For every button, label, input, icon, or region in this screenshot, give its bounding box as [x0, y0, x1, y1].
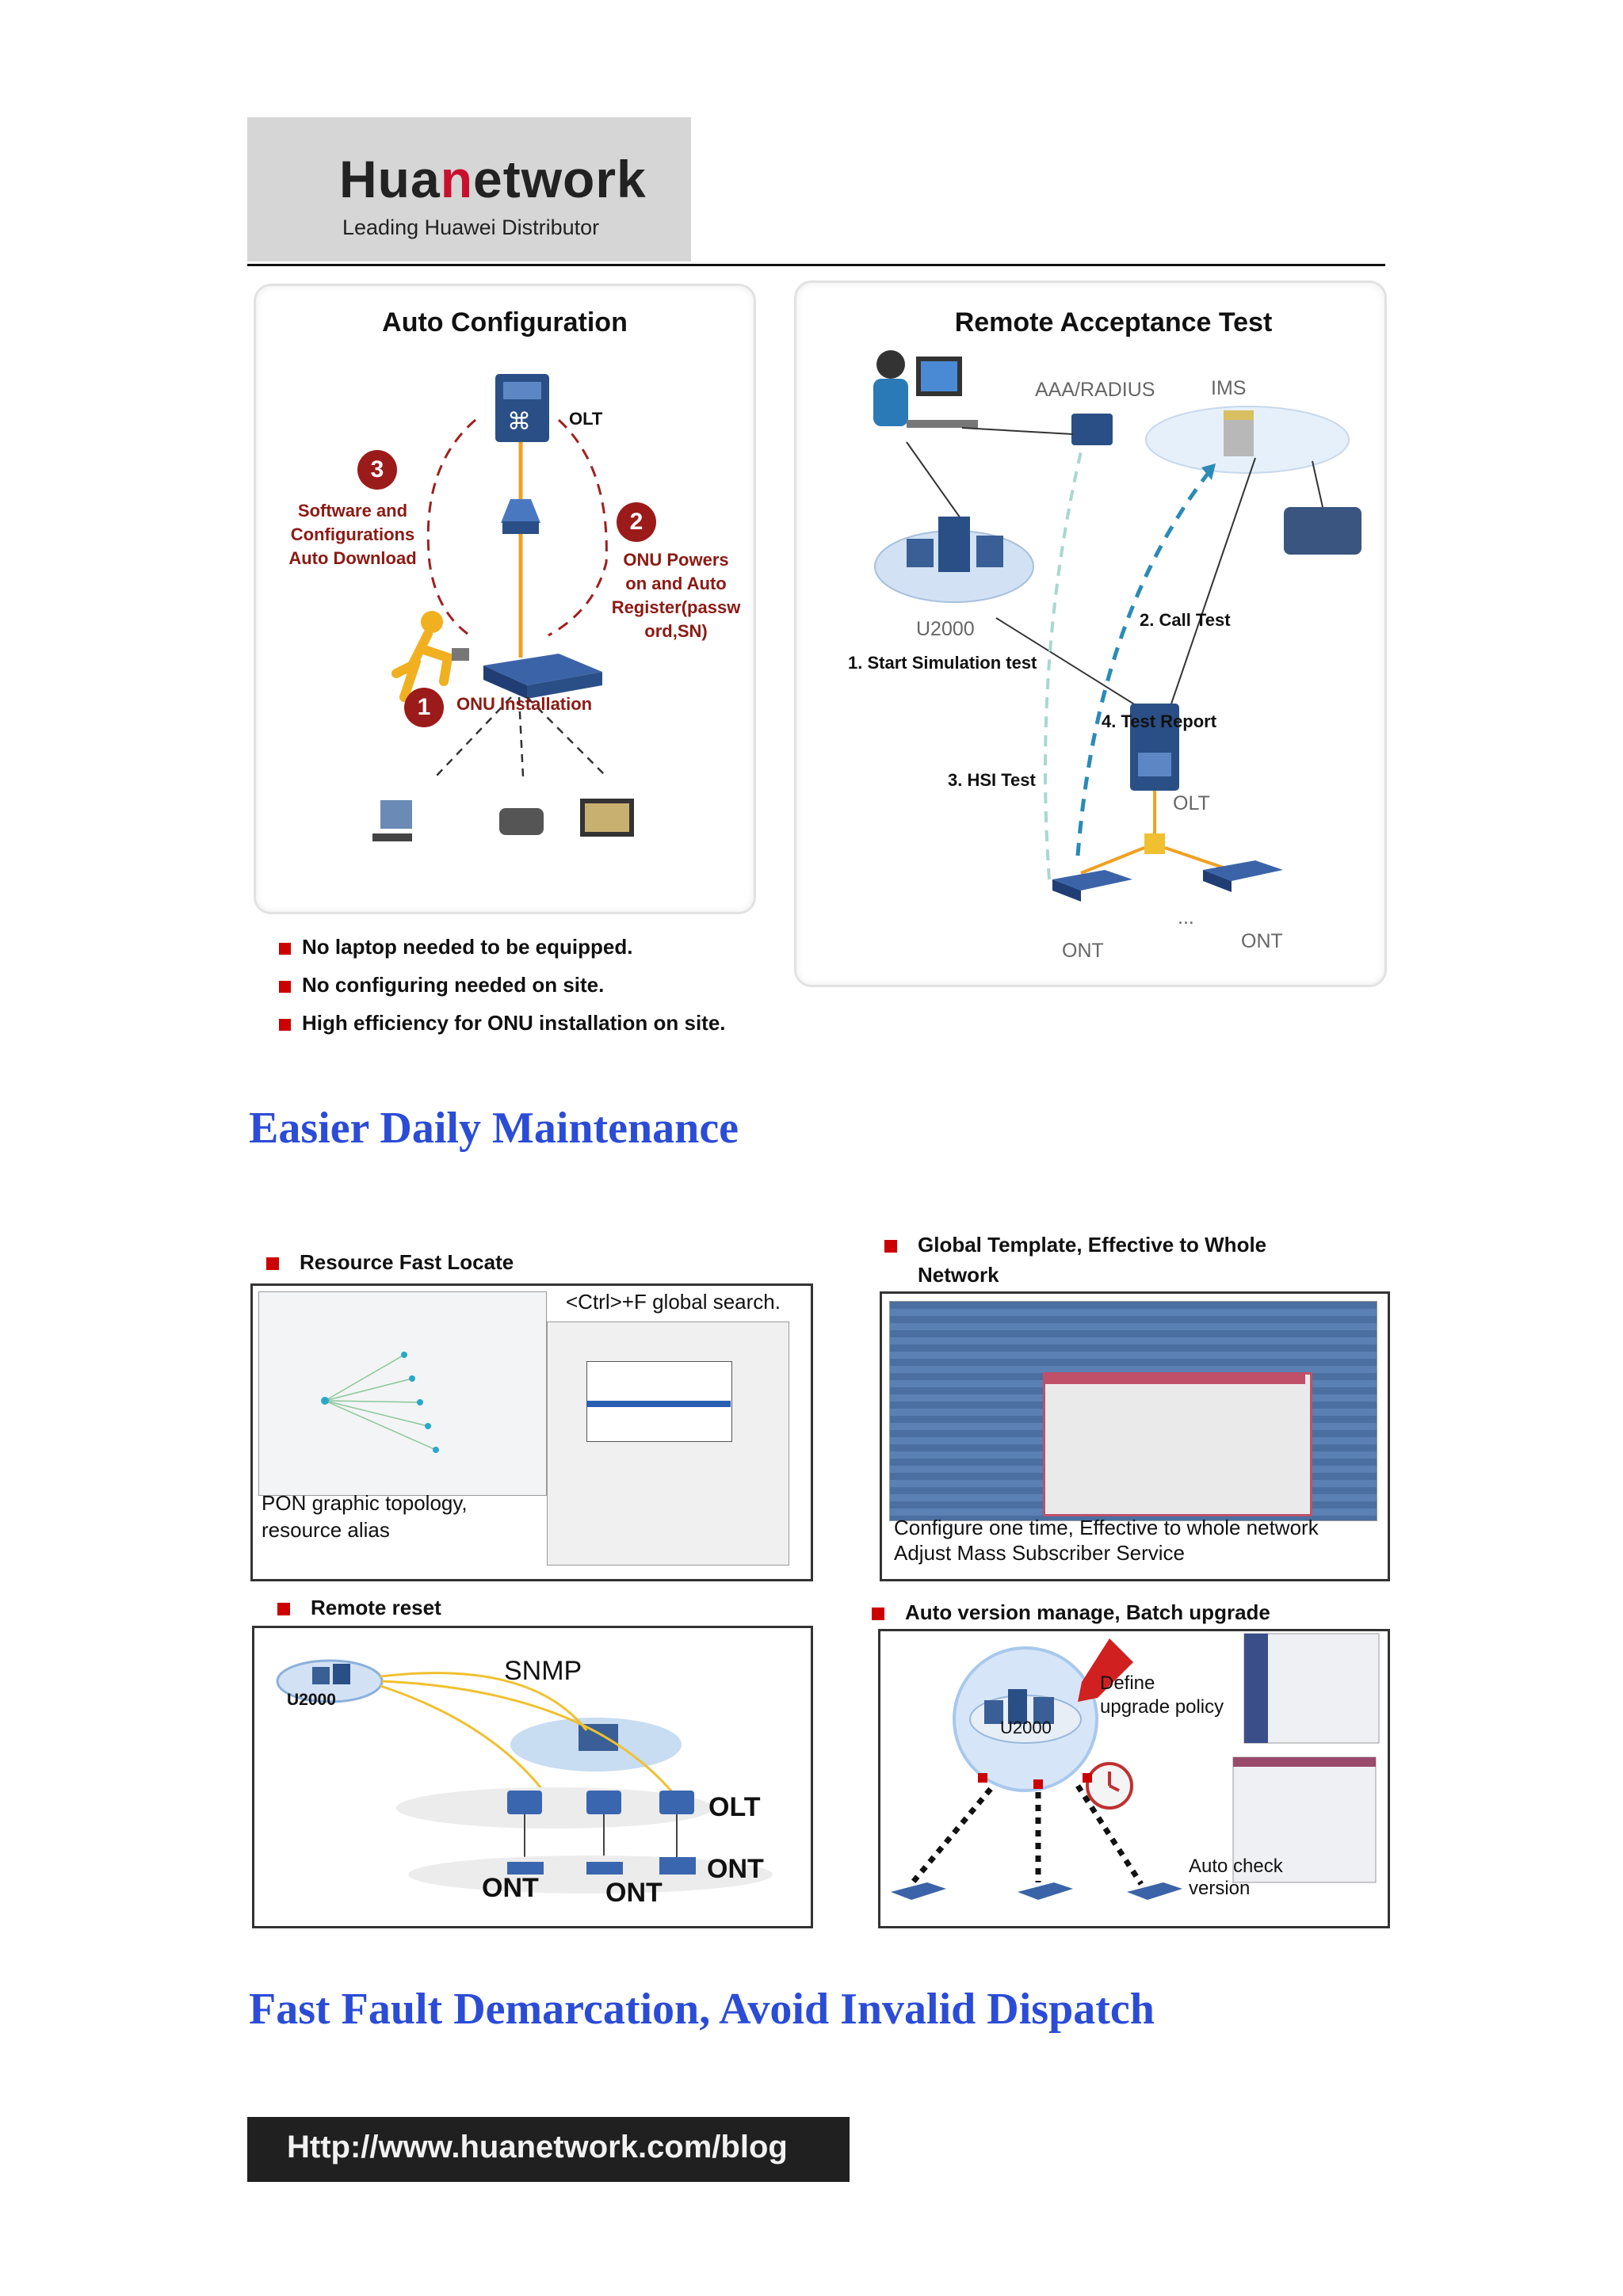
- resource-caption: Resource Fast Locate: [266, 1250, 514, 1275]
- aaa-server-icon: [1071, 414, 1113, 445]
- resource-desc: PON graphic topology,resource alias: [262, 1491, 468, 1542]
- pen-icon: [1078, 1638, 1133, 1702]
- topology-graph: [321, 1352, 439, 1453]
- snmp-label: SNMP: [504, 1656, 582, 1686]
- search-dialog: [547, 1322, 789, 1566]
- step-3-badge: 3: [357, 450, 397, 490]
- step-2-text: 2. Call Test: [1140, 610, 1231, 630]
- u2000-label: U2000: [287, 1691, 336, 1709]
- bullet-item: No laptop needed to be equipped.: [279, 935, 632, 959]
- reset-caption: Remote reset: [277, 1596, 441, 1620]
- telephone-icon: [1284, 507, 1361, 555]
- step-1-badge: 1: [404, 688, 444, 727]
- ont-device-icon: [507, 1862, 544, 1875]
- olt-device-icon: [586, 1791, 621, 1814]
- topology-view: [258, 1291, 547, 1496]
- svg-text:⌘: ⌘: [507, 409, 531, 435]
- header-divider: [247, 264, 1385, 266]
- ont-device-icon: [891, 1882, 946, 1900]
- active-ont-dialog-header: [1045, 1375, 1305, 1384]
- ont-device-icon: [1052, 870, 1132, 891]
- ont-label-right: ONT: [1241, 930, 1283, 952]
- phone-icon: [499, 808, 544, 835]
- ont-label: ONT: [605, 1878, 663, 1908]
- u2000-label: U2000: [1000, 1718, 1052, 1737]
- logo-tagline: Leading Huawei Distributor: [342, 215, 600, 239]
- splitter-icon: [501, 499, 540, 523]
- ont-device-icon: [1127, 1882, 1182, 1900]
- ont-device-icon: [659, 1857, 696, 1875]
- ont-label-left: ONT: [1062, 940, 1104, 962]
- template-desc: Configure one time, Effective to whole n…: [894, 1516, 1319, 1565]
- u2000-label: U2000: [916, 618, 975, 640]
- bullet-item: High efficiency for ONU installation on …: [279, 1011, 726, 1035]
- splitter-icon: [1144, 833, 1165, 854]
- footer-url-bar: [247, 2117, 850, 2182]
- onu-device-icon: [483, 654, 602, 685]
- aaa-radius-label: AAA/RADIUS: [1035, 379, 1155, 401]
- olt-label: OLT: [708, 1792, 761, 1822]
- step-1-text: 1. Start Simulation test: [848, 653, 1037, 673]
- olt-label: OLT: [1173, 792, 1210, 814]
- pc-icon: [380, 800, 412, 829]
- version-diagram: [891, 1633, 1380, 1900]
- version-window: [1232, 1756, 1377, 1883]
- remote-test-title: Remote Acceptance Test: [954, 307, 1273, 338]
- section-heading: Fast Fault Demarcation, Avoid Invalid Di…: [249, 1985, 1155, 2034]
- section-heading: Easier Daily Maintenance: [249, 1104, 739, 1153]
- auto-config-title: Auto Configuration: [382, 307, 628, 338]
- bullet-item: No configuring needed on site.: [279, 973, 604, 997]
- ont-device-icon: [1203, 860, 1283, 881]
- ont-dots: ...: [1178, 906, 1194, 929]
- step-2-badge: 2: [617, 502, 656, 542]
- auto-config-olt-label: OLT: [569, 409, 603, 429]
- ims-label: IMS: [1211, 377, 1247, 399]
- olt-device-icon: [507, 1791, 542, 1814]
- step-3-text: 3. HSI Test: [948, 770, 1036, 790]
- step-4-text: 4. Test Report: [1102, 711, 1217, 731]
- ont-device-icon: [1018, 1882, 1073, 1900]
- reset-diagram: [276, 1659, 773, 1894]
- remote-test-diagram: [873, 350, 1361, 902]
- step-1-label: ONU Installation: [456, 694, 593, 714]
- installer-icon: [421, 611, 443, 633]
- olt-device-icon: [659, 1791, 694, 1814]
- logo: Huanetwork: [339, 150, 647, 208]
- auto-config-diagram: ⌘: [372, 374, 634, 841]
- logo-banner: [247, 117, 691, 261]
- ont-device-icon: [586, 1862, 623, 1875]
- operator-icon: [876, 350, 905, 379]
- footer-url-link[interactable]: Http://www.huanetwork.com/blog: [287, 2130, 788, 2164]
- active-ont-dialog: [1043, 1372, 1312, 1516]
- ont-label: ONT: [482, 1873, 539, 1903]
- search-hint: <Ctrl>+F global search.: [566, 1290, 781, 1314]
- search-dropdown-selected: [586, 1401, 731, 1407]
- ont-label: ONT: [707, 1854, 764, 1884]
- version-caption: Auto version manage, Batch upgrade: [872, 1600, 1270, 1625]
